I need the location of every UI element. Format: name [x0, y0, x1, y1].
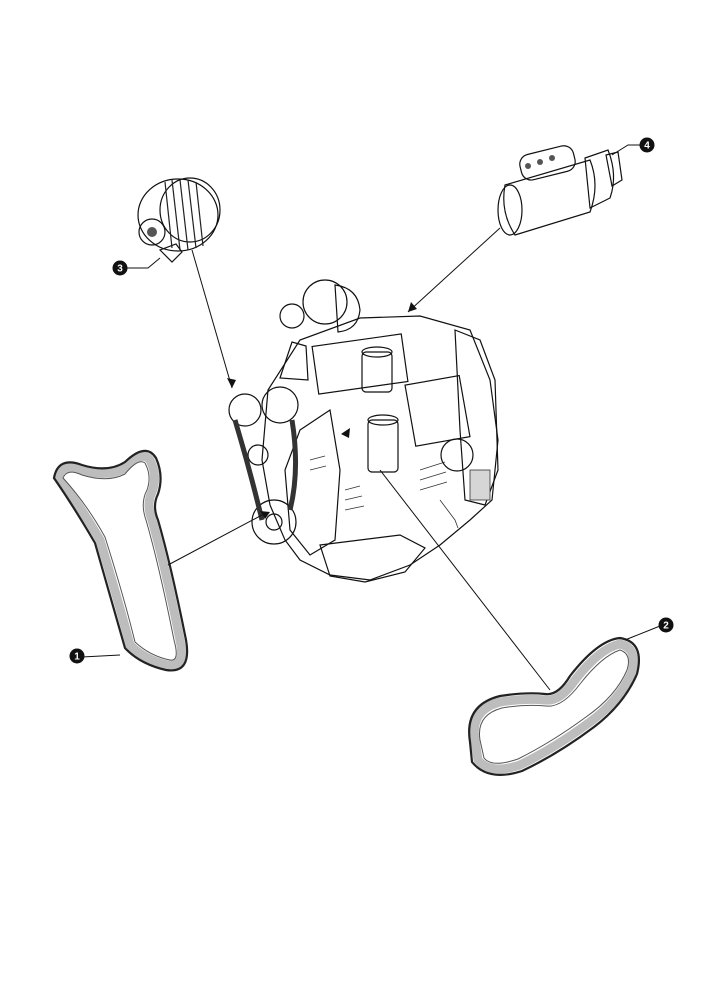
- crankshaft-hub: [265, 513, 283, 531]
- starter-terminals: [525, 155, 555, 169]
- fuel-filter-cap: [361, 346, 393, 358]
- callout-3[interactable]: 3: [112, 257, 161, 276]
- belt-2-fill: [469, 639, 638, 774]
- belt-1-outer-edge: [52, 449, 189, 672]
- valve-cover: [311, 333, 409, 395]
- callout-4[interactable]: 4: [611, 137, 655, 156]
- callout-3-balloon: [112, 260, 128, 276]
- callout-2-balloon: [658, 617, 674, 633]
- starter-pinion: [605, 151, 623, 187]
- starter-motor[interactable]: [497, 144, 623, 236]
- injection-pump: [404, 374, 471, 447]
- callout-1-balloon: [69, 648, 85, 664]
- starter-drive-housing: [584, 149, 615, 209]
- alternator-rear-housing: [159, 177, 221, 243]
- alternator-cooling-fins: [164, 179, 204, 251]
- belt-1-inner-edge: [62, 461, 177, 661]
- belt-1-fill: [53, 451, 186, 670]
- alternator-front-pulley: [138, 218, 166, 246]
- starter-solenoid: [519, 145, 576, 181]
- tensioner-pulley: [247, 444, 269, 466]
- alternator-mount-ear: [158, 243, 183, 263]
- assembly-leader-lines: [167, 227, 551, 691]
- alternator-shaft: [147, 227, 157, 237]
- engine-detail-lines: [309, 455, 491, 529]
- water-pump-pulley: [261, 386, 299, 424]
- callout-2-label: 2: [663, 621, 669, 632]
- oil-pan: [319, 534, 426, 583]
- alternator-pulley-mounted: [228, 393, 262, 427]
- turbocharger-inlet: [279, 303, 305, 329]
- belt-2-outer-edge: [468, 636, 641, 776]
- callout-3-label: 3: [117, 264, 123, 275]
- flywheel-housing: [454, 329, 499, 506]
- fuel-filter-top: [361, 351, 393, 393]
- callout-1[interactable]: 1: [69, 648, 121, 664]
- starter-body: [503, 159, 596, 236]
- callout-4-label: 4: [644, 141, 650, 152]
- engine-block-outline: [261, 315, 499, 581]
- turbocharger: [302, 279, 348, 325]
- engine-assembly: [228, 279, 499, 583]
- drive-belt-1[interactable]: [52, 449, 189, 672]
- crankshaft-pulley: [251, 499, 297, 545]
- oil-filter: [367, 419, 399, 473]
- alternator-body: [137, 178, 219, 252]
- starter-end-cap: [497, 184, 523, 236]
- oil-filter-cap: [367, 414, 399, 426]
- callout-2[interactable]: 2: [624, 617, 674, 641]
- alternator[interactable]: [137, 177, 221, 263]
- engine-front-face: [284, 408, 341, 556]
- lifting-bracket: [279, 341, 309, 381]
- turbo-housing: [334, 284, 361, 333]
- front-mounted-belt: [232, 419, 299, 521]
- callout-1-label: 1: [74, 652, 80, 663]
- pump-gear: [440, 438, 474, 472]
- belt-2-inner-edge: [478, 649, 629, 764]
- drive-belt-2[interactable]: [468, 636, 641, 776]
- callout-4-balloon: [639, 137, 655, 153]
